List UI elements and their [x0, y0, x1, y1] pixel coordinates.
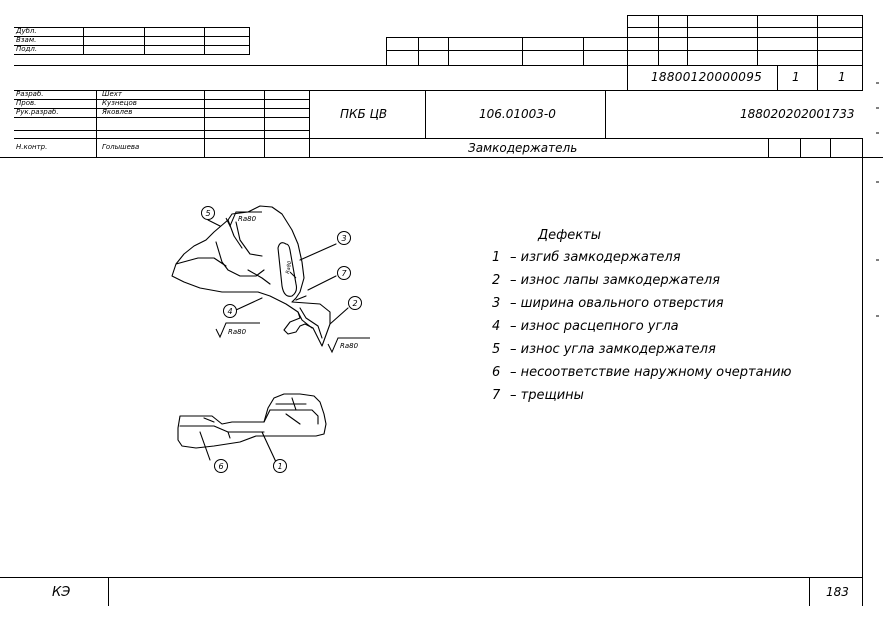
defect-text: – износ лапы замкодержателя	[510, 273, 721, 288]
roughness-label-hole: Rа80	[285, 261, 293, 275]
defect-item: 1 – изгиб замкодержателя	[492, 251, 681, 264]
signature-name: Шехт	[102, 90, 123, 98]
footer-document-type: КЭ	[52, 585, 71, 600]
defect-text: – трещины	[510, 388, 584, 403]
callout-6: 6	[218, 462, 223, 471]
defect-number: 3	[492, 296, 501, 311]
defect-item: 7 – трещины	[492, 389, 584, 402]
defect-text: – износ расцепного угла	[510, 319, 679, 334]
signature-name: Яковлев	[102, 108, 133, 116]
approval-label-vzam: Взам.	[16, 36, 37, 44]
defect-number: 7	[492, 388, 501, 403]
roughness-label: Rа80	[238, 215, 257, 223]
sheet-code: 18800120000095	[651, 70, 763, 84]
defect-text: – несоответствие наружному очертанию	[510, 365, 792, 380]
part-name: Замкодержатель	[468, 141, 578, 155]
defect-item: 4 – износ расцепного угла	[492, 320, 679, 333]
callout-4: 4	[227, 307, 232, 316]
signature-name: Кузнецов	[102, 99, 137, 107]
callout-3: 3	[341, 234, 346, 243]
defect-item: 2 – износ лапы замкодержателя	[492, 274, 720, 287]
document-number: 106.01003-0	[479, 107, 556, 121]
signature-role: Н.контр.	[16, 143, 48, 151]
defect-number: 2	[492, 273, 501, 288]
roughness-label: Rа80	[340, 342, 359, 350]
organization: ПКБ ЦВ	[340, 107, 388, 121]
signature-role: Разраб.	[16, 90, 44, 98]
approval-label-podl: Подл.	[16, 45, 38, 53]
defect-number: 6	[492, 365, 501, 380]
roughness-label: Rа80	[228, 328, 247, 336]
signature-name: Голышева	[102, 143, 140, 151]
sheet-number-a: 1	[792, 70, 800, 84]
defect-item: 5 – износ угла замкодержателя	[492, 343, 716, 356]
sheet-number-b: 1	[838, 70, 846, 84]
callout-7: 7	[341, 269, 347, 278]
defect-text: – ширина овального отверстия	[510, 296, 724, 311]
callout-5: 5	[205, 209, 210, 218]
defect-number: 4	[492, 319, 501, 334]
signature-role: Пров.	[16, 99, 37, 107]
defect-text: – износ угла замкодержателя	[510, 342, 716, 357]
defect-number: 5	[492, 342, 501, 357]
callout-1: 1	[277, 462, 282, 471]
defect-number: 1	[492, 250, 501, 265]
defect-text: – изгиб замкодержателя	[510, 250, 681, 265]
defect-item: 6 – несоответствие наружному очертанию	[492, 366, 791, 379]
defect-item: 3 – ширина овального отверстия	[492, 297, 724, 310]
approval-label-dubl: Дубл.	[16, 27, 37, 35]
signature-role: Рук.разраб.	[16, 108, 59, 116]
footer-page-number: 183	[826, 585, 849, 599]
defects-title: Дефекты	[538, 228, 601, 243]
callout-2: 2	[352, 299, 357, 308]
document-code: 188020202001733	[740, 107, 855, 121]
